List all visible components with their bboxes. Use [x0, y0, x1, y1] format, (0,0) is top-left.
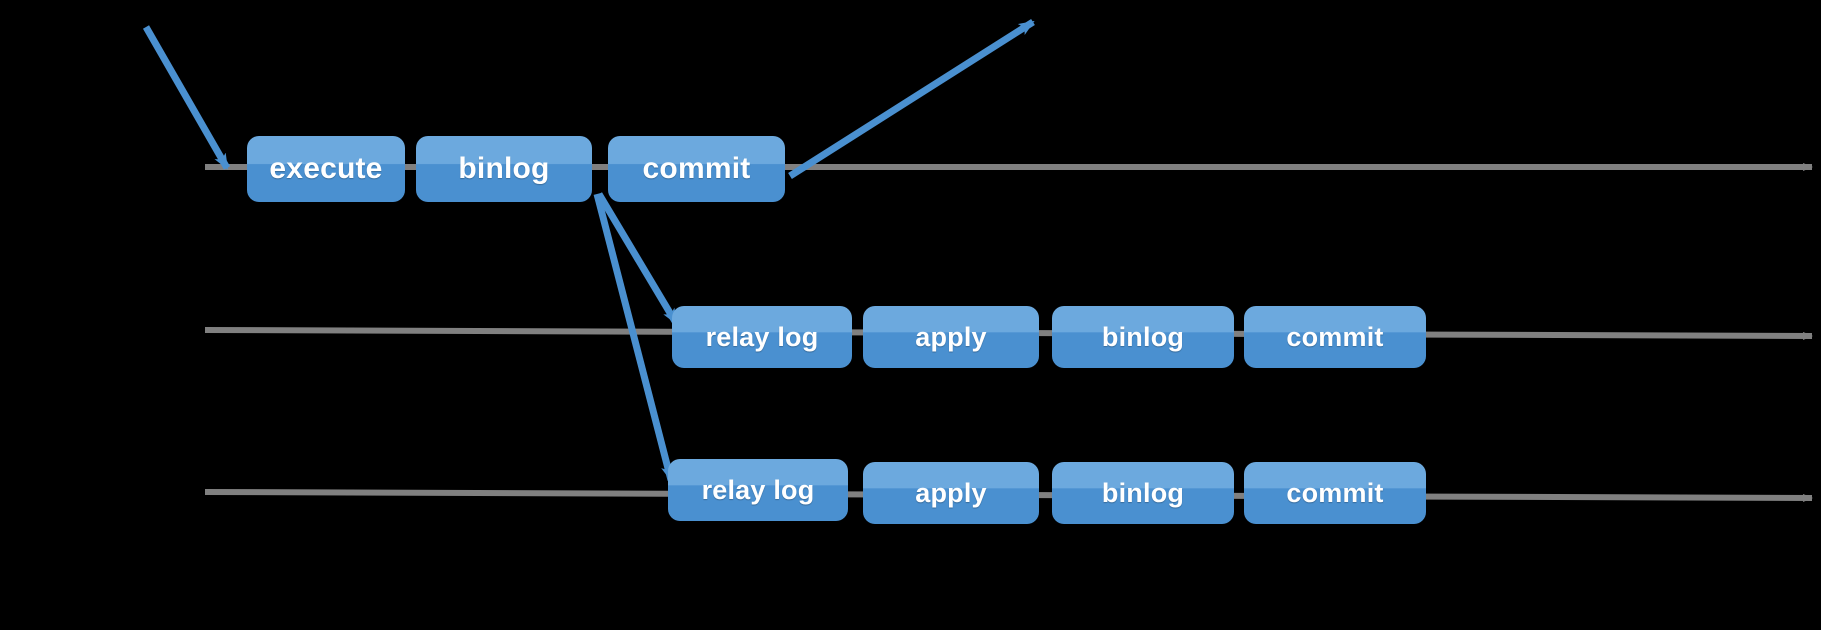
master-box-execute-label: execute — [269, 152, 383, 185]
slave-2-box-commit[interactable]: commit — [1244, 462, 1426, 524]
slave-1-box-commit-label: commit — [1286, 321, 1384, 352]
slave-2-box-relay-log[interactable]: relay log — [668, 459, 848, 521]
slave-1-box-relay-log-label: relay log — [705, 321, 819, 352]
slave-2-box-apply-label: apply — [915, 477, 987, 508]
slave-1-box-apply[interactable]: apply — [863, 306, 1039, 368]
replication-arrow-slave1 — [595, 192, 680, 325]
master-box-execute[interactable]: execute — [247, 136, 405, 202]
slave-1-box-relay-log[interactable]: relay log — [672, 306, 852, 368]
slave-2-box-binlog-label: binlog — [1101, 477, 1185, 508]
incoming-request-arrow — [142, 25, 231, 170]
slave-2-box-relay-log-label: relay log — [701, 474, 815, 505]
master-box-commit[interactable]: commit — [608, 136, 785, 202]
slave-1-box-binlog[interactable]: binlog — [1052, 306, 1234, 368]
slave-1-box-apply-label: apply — [915, 321, 987, 352]
master-box-binlog-label: binlog — [458, 152, 550, 185]
slave-2-box-commit-label: commit — [1286, 477, 1384, 508]
master-box-commit-label: commit — [642, 152, 751, 185]
slave-1-box-commit[interactable]: commit — [1244, 306, 1426, 368]
outgoing-response-arrow — [788, 19, 1035, 179]
slave-2-box-binlog[interactable]: binlog — [1052, 462, 1234, 524]
slave-1-box-binlog-label: binlog — [1101, 321, 1185, 352]
slave-2-box-apply[interactable]: apply — [863, 462, 1039, 524]
replication-arrow-slave2 — [593, 193, 675, 482]
master-box-binlog[interactable]: binlog — [416, 136, 592, 202]
